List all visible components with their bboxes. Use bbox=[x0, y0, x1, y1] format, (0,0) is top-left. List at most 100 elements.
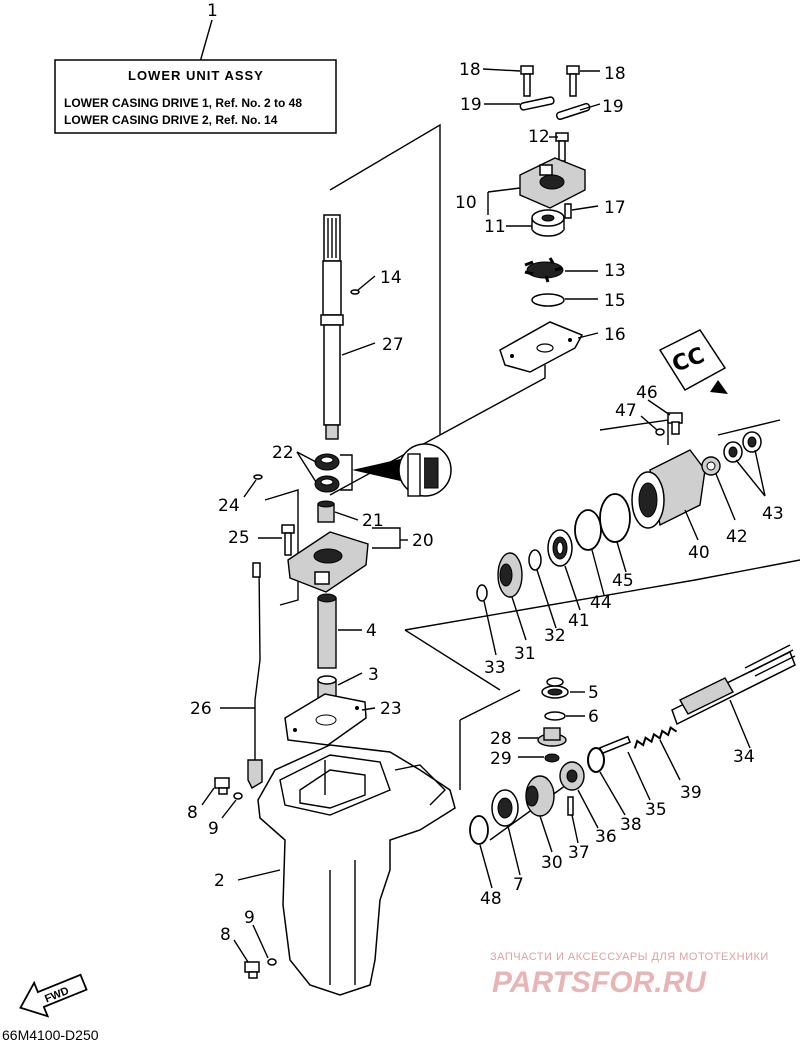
callout-26[interactable]: 26 bbox=[190, 699, 212, 719]
callout-7[interactable]: 7 bbox=[513, 875, 524, 895]
callout-8-upper[interactable]: 8 bbox=[187, 803, 198, 823]
clip-38[interactable] bbox=[587, 747, 605, 773]
propeller-shaft-34[interactable] bbox=[671, 644, 796, 726]
water-tube-4[interactable] bbox=[317, 593, 337, 669]
bearing-22-lower[interactable] bbox=[314, 475, 340, 493]
reverse-gear-31[interactable] bbox=[497, 552, 523, 598]
bearing-22-upper[interactable] bbox=[314, 453, 340, 471]
callout-28[interactable]: 28 bbox=[490, 729, 512, 749]
callout-38[interactable]: 38 bbox=[620, 815, 642, 835]
o-ring-45[interactable] bbox=[599, 493, 631, 543]
callout-48[interactable]: 48 bbox=[480, 889, 502, 909]
callout-44[interactable]: 44 bbox=[590, 593, 612, 613]
bearing-5[interactable] bbox=[541, 677, 569, 699]
callout-45[interactable]: 45 bbox=[612, 571, 634, 591]
callout-32[interactable]: 32 bbox=[544, 626, 566, 646]
callout-29[interactable]: 29 bbox=[490, 749, 512, 769]
callout-47[interactable]: 47 bbox=[615, 401, 637, 421]
callout-35[interactable]: 35 bbox=[645, 800, 667, 820]
seal-43-a[interactable] bbox=[723, 441, 743, 463]
push-rod-35[interactable] bbox=[598, 735, 632, 755]
callout-46[interactable]: 46 bbox=[636, 383, 658, 403]
callout-41[interactable]: 41 bbox=[568, 611, 590, 631]
shim-44[interactable] bbox=[574, 509, 602, 551]
o-ring-24[interactable] bbox=[253, 474, 263, 480]
callout-4[interactable]: 4 bbox=[366, 621, 377, 641]
callout-19-right[interactable]: 19 bbox=[602, 97, 624, 117]
gasket-23[interactable] bbox=[284, 693, 367, 746]
o-ring-15[interactable] bbox=[531, 293, 565, 307]
insert-cartridge-11[interactable] bbox=[531, 209, 565, 237]
callout-37[interactable]: 37 bbox=[568, 843, 590, 863]
callout-8-lower[interactable]: 8 bbox=[220, 925, 231, 945]
callout-31[interactable]: 31 bbox=[514, 644, 536, 664]
shim-32[interactable] bbox=[528, 549, 542, 571]
forward-gear-30[interactable] bbox=[525, 775, 555, 817]
gasket-9-lower[interactable] bbox=[267, 958, 277, 966]
bushing-42[interactable] bbox=[701, 456, 721, 476]
dog-clutch-36[interactable] bbox=[559, 761, 585, 791]
taper-bearing-7[interactable] bbox=[491, 789, 519, 827]
seal-43-b[interactable] bbox=[742, 431, 762, 453]
bearing-housing-40[interactable] bbox=[631, 449, 706, 529]
nut-29[interactable] bbox=[544, 753, 560, 763]
callout-20[interactable]: 20 bbox=[412, 531, 434, 551]
callout-14[interactable]: 14 bbox=[380, 268, 402, 288]
callout-43[interactable]: 43 bbox=[762, 504, 784, 524]
callout-6[interactable]: 6 bbox=[588, 707, 599, 727]
callout-18-right[interactable]: 18 bbox=[604, 64, 626, 84]
callout-13[interactable]: 13 bbox=[604, 261, 626, 281]
pinion-gear-28[interactable] bbox=[537, 727, 567, 747]
shim-33[interactable] bbox=[476, 584, 488, 602]
callout-27[interactable]: 27 bbox=[382, 335, 404, 355]
callout-22[interactable]: 22 bbox=[272, 443, 294, 463]
callout-25[interactable]: 25 bbox=[228, 528, 250, 548]
callout-40[interactable]: 40 bbox=[688, 543, 710, 563]
callout-11[interactable]: 11 bbox=[484, 217, 506, 237]
callout-24[interactable]: 24 bbox=[218, 496, 240, 516]
shim-6[interactable] bbox=[544, 711, 566, 721]
callout-19-left[interactable]: 19 bbox=[460, 95, 482, 115]
callout-30[interactable]: 30 bbox=[541, 853, 563, 873]
drive-shaft-27[interactable] bbox=[320, 214, 344, 440]
callout-36[interactable]: 36 bbox=[595, 827, 617, 847]
callout-23[interactable]: 23 bbox=[380, 699, 402, 719]
bolt-46[interactable] bbox=[667, 412, 683, 435]
plate-19-right[interactable] bbox=[555, 102, 591, 121]
callout-2[interactable]: 2 bbox=[214, 871, 225, 891]
pin-14[interactable] bbox=[350, 289, 360, 295]
washer-47[interactable] bbox=[655, 428, 665, 436]
lower-casing-2[interactable] bbox=[257, 744, 456, 996]
callout-33[interactable]: 33 bbox=[484, 658, 506, 678]
callout-12[interactable]: 12 bbox=[528, 127, 550, 147]
pump-housing-10[interactable] bbox=[519, 157, 586, 209]
callout-3[interactable]: 3 bbox=[368, 665, 379, 685]
callout-10[interactable]: 10 bbox=[455, 193, 477, 213]
callout-17[interactable]: 17 bbox=[604, 198, 626, 218]
spring-39[interactable] bbox=[633, 725, 678, 749]
callout-16[interactable]: 16 bbox=[604, 325, 626, 345]
callout-15[interactable]: 15 bbox=[604, 291, 626, 311]
callout-18-left[interactable]: 18 bbox=[459, 60, 481, 80]
sleeve-21[interactable] bbox=[317, 500, 335, 523]
ball-bearing-41[interactable] bbox=[547, 529, 573, 567]
pin-37[interactable] bbox=[567, 796, 574, 816]
callout-34[interactable]: 34 bbox=[733, 747, 755, 767]
callout-21[interactable]: 21 bbox=[362, 511, 384, 531]
bolt-25[interactable] bbox=[281, 524, 295, 556]
shift-rod-26[interactable] bbox=[247, 562, 263, 789]
callout-39[interactable]: 39 bbox=[680, 783, 702, 803]
gasket-9-upper[interactable] bbox=[233, 792, 243, 800]
gasket-16[interactable] bbox=[499, 321, 584, 373]
callout-42[interactable]: 42 bbox=[726, 527, 748, 547]
drain-plug-8-lower[interactable] bbox=[244, 961, 260, 979]
impeller-13[interactable] bbox=[524, 257, 564, 283]
shim-48[interactable] bbox=[469, 815, 489, 845]
callout-9-lower[interactable]: 9 bbox=[244, 908, 255, 928]
bearing-housing-20[interactable] bbox=[287, 531, 369, 593]
callout-9-upper[interactable]: 9 bbox=[208, 819, 219, 839]
key-17[interactable] bbox=[564, 203, 572, 219]
callout-5[interactable]: 5 bbox=[588, 683, 599, 703]
drain-plug-8-upper[interactable] bbox=[214, 777, 230, 795]
bolt-18-left[interactable] bbox=[520, 65, 534, 97]
